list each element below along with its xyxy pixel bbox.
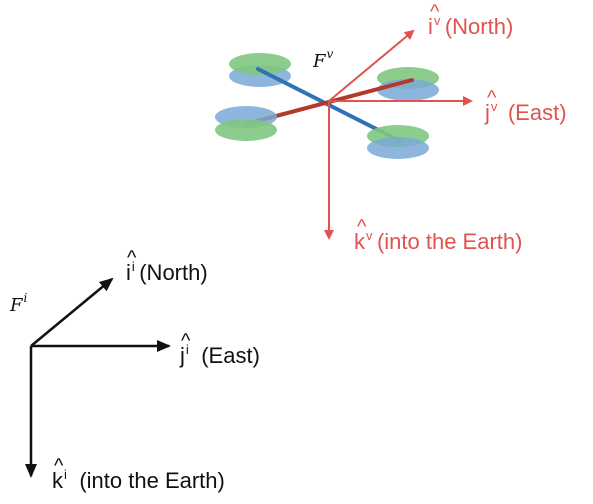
inertial-frame-axes [25,277,171,478]
inertial-down-label: ^ ki (into the Earth) [52,456,225,493]
axis-text: (East) [507,100,567,125]
hat-accent-icon: ^ [357,216,367,238]
axis-text: (into the Earth) [376,229,523,254]
hat-accent-icon: ^ [181,330,191,352]
axis-symbol: k [52,468,63,493]
inertial-frame-sup: i [23,291,28,305]
axis-sup: i [131,259,135,274]
rotor-back-right [377,67,439,101]
axis-symbol: j [180,343,185,368]
axis-sup: v [433,13,441,28]
vehicle-frame-sup: v [326,47,334,61]
vehicle-east-label: ^ jv (East) [485,88,567,125]
hat-accent-icon: ^ [430,1,440,23]
vehicle-down-label: ^ kv (into the Earth) [354,217,523,254]
axis-text: (into the Earth) [79,468,225,493]
axis-sup: i [64,467,67,482]
inertial-frame-label: Fi [10,292,27,316]
axis-symbol: i [126,260,131,285]
inertial-north-label: ^ ii (North) [126,248,208,285]
axis-symbol: k [354,229,365,254]
axis-symbol: i [428,14,433,39]
hat-accent-icon: ^ [54,455,64,477]
inertial-frame-letter: F [10,295,23,316]
vehicle-frame-label: Fv [313,48,333,72]
vehicle-north-arrow [328,29,415,102]
axis-sup: v [490,99,498,114]
vehicle-north-label: ^ iv (North) [428,2,514,39]
axis-sup: v [366,228,373,243]
rotor-front-left [215,106,277,141]
vehicle-frame-axes [324,29,473,240]
vehicle-frame-letter: F [313,51,326,72]
quadrotor-icon [215,53,439,159]
axis-sup: i [185,342,189,357]
inertial-north-arrow [30,277,114,347]
rotor-back-left [229,53,291,87]
inertial-east-label: ^ ji (East) [180,331,260,368]
axis-text: (East) [201,343,260,368]
hat-accent-icon: ^ [127,247,137,269]
rotor-front-right [367,125,429,159]
axis-text: (North) [139,260,208,285]
axis-text: (North) [444,14,514,39]
hat-accent-icon: ^ [487,87,497,109]
axis-symbol: j [485,100,490,125]
